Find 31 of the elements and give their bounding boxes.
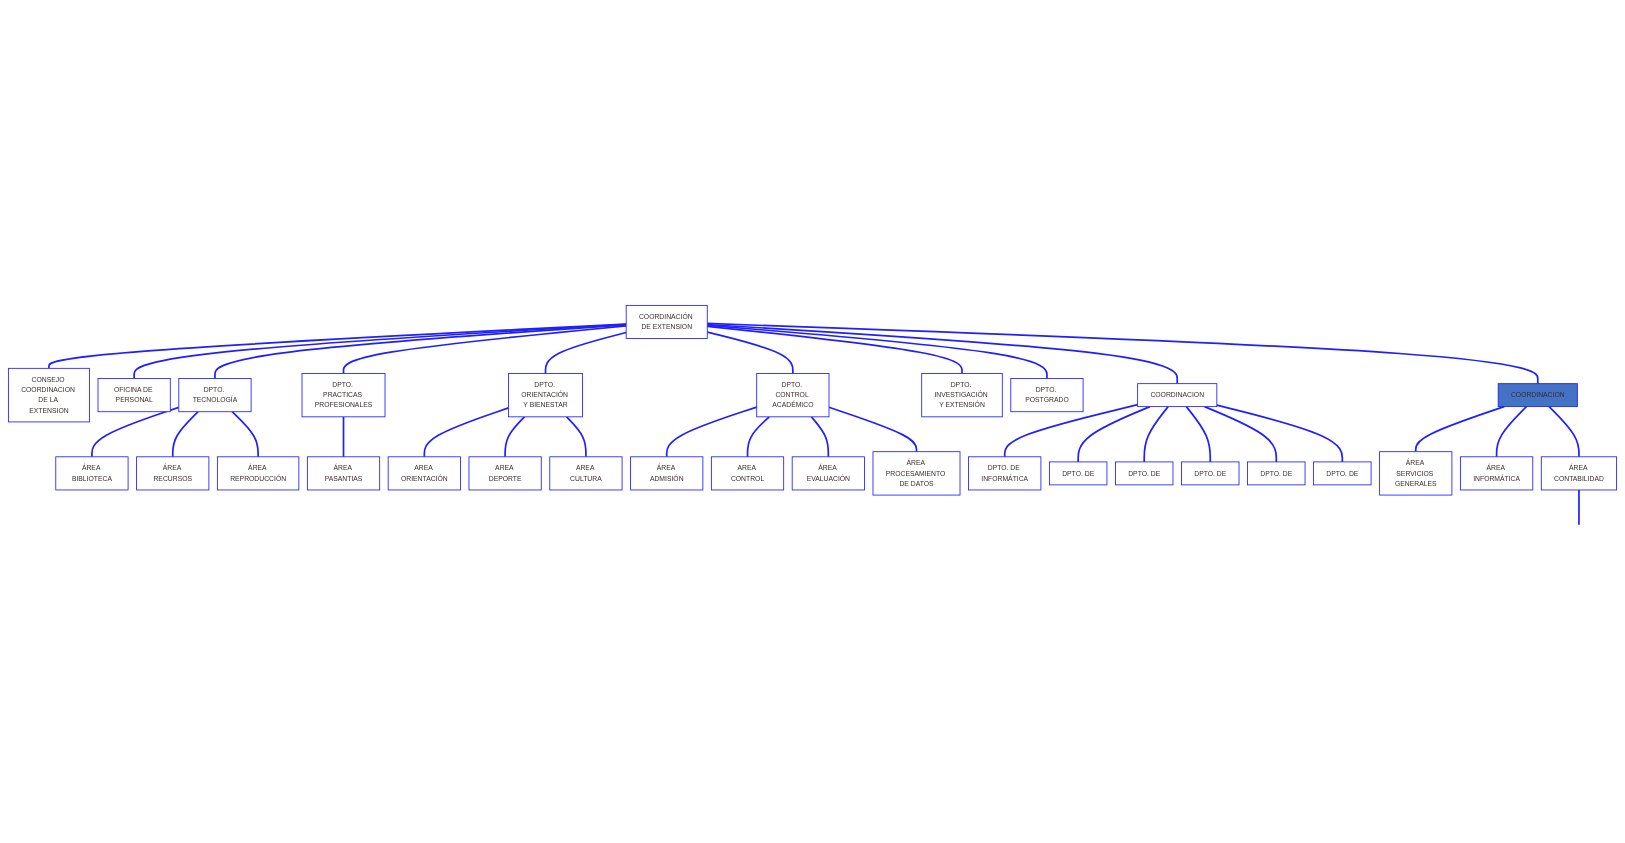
connector [706, 324, 1048, 380]
connector [171, 410, 199, 458]
connector [1185, 405, 1212, 463]
connector [504, 415, 526, 458]
connector [133, 323, 628, 380]
connector [746, 415, 771, 458]
connector [828, 406, 918, 453]
connector [544, 331, 628, 375]
connector [706, 323, 1179, 385]
connector [706, 325, 963, 375]
connector [706, 322, 1539, 385]
connector [1143, 405, 1169, 463]
connector [1003, 403, 1139, 458]
connector [706, 331, 794, 375]
connector [91, 406, 180, 458]
connector [48, 323, 628, 370]
connector [565, 415, 587, 458]
connector [1077, 405, 1151, 463]
connector [665, 406, 758, 458]
connector [342, 325, 628, 375]
connector [810, 415, 830, 458]
connector [231, 410, 259, 458]
connector [423, 407, 510, 458]
connector [1548, 405, 1580, 458]
connector [1203, 405, 1278, 463]
connector [214, 323, 628, 380]
connector [1414, 405, 1505, 453]
connector [1578, 489, 1580, 526]
connector [1495, 405, 1528, 458]
connector [1216, 404, 1344, 463]
connector [342, 415, 345, 458]
